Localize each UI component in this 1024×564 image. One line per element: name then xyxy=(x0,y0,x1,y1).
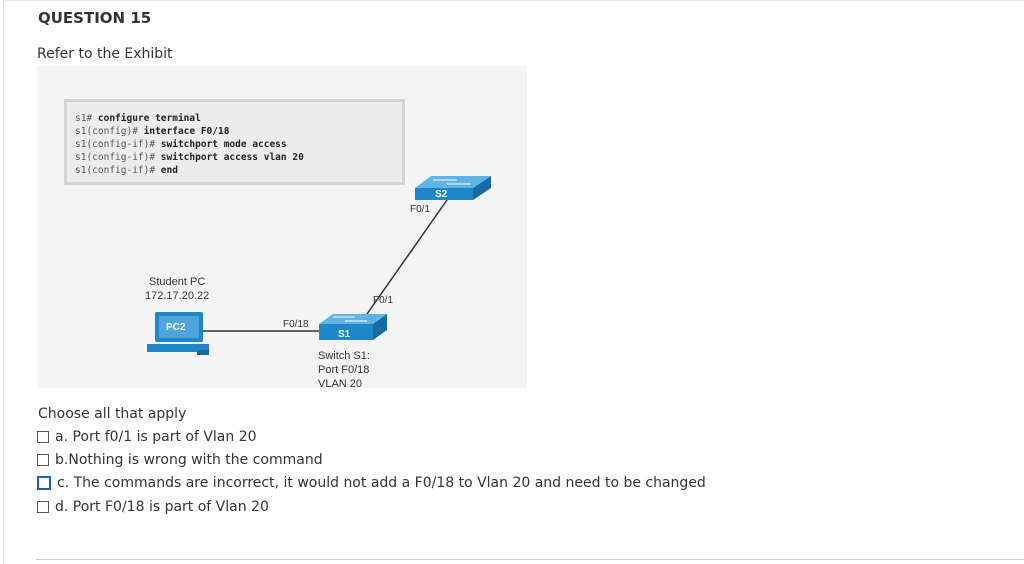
option-c[interactable]: c. The commands are incorrect, it would … xyxy=(37,475,706,491)
option-a-text: Port f0/1 is part of Vlan 20 xyxy=(72,429,257,445)
option-c-checkbox[interactable] xyxy=(37,476,51,490)
question-title: QUESTION 15 xyxy=(38,9,152,27)
page-left-border xyxy=(3,0,4,564)
pc2-icon xyxy=(147,312,209,355)
option-a[interactable]: a. Port f0/1 is part of Vlan 20 xyxy=(37,429,257,445)
question-prompt: Refer to the Exhibit xyxy=(37,46,173,62)
option-d-text: Port F0/18 is part of Vlan 20 xyxy=(72,499,269,515)
pc2-label: PC2 xyxy=(166,322,186,333)
option-b-letter: b. xyxy=(55,452,69,468)
port-s2-f0-1-label: F0/1 xyxy=(410,204,431,215)
switch-s2-icon xyxy=(415,176,491,200)
cli-code-box: s1# configure terminal s1(config)# inter… xyxy=(64,99,405,185)
option-d-letter: d. xyxy=(55,499,69,515)
choose-instruction: Choose all that apply xyxy=(38,406,187,422)
port-f0-18-label: F0/18 xyxy=(283,319,309,330)
switch-s1-icon xyxy=(319,314,387,340)
cli-line: s1(config)# interface F0/18 xyxy=(75,126,230,137)
cli-line: s1(config-if)# switchport access vlan 20 xyxy=(75,152,304,163)
switch-note-line2: Port F0/18 xyxy=(318,364,370,376)
s1-label: S1 xyxy=(338,329,351,340)
exhibit-image: s1# configure terminal s1(config)# inter… xyxy=(37,66,527,388)
bottom-divider xyxy=(36,559,1024,560)
switch-note-line1: Switch S1: xyxy=(318,350,370,362)
network-diagram: S2 S1 PC2 xyxy=(147,176,491,355)
option-a-checkbox[interactable] xyxy=(37,431,49,443)
option-b-text: Nothing is wrong with the command xyxy=(68,452,323,468)
option-c-text: The commands are incorrect, it would not… xyxy=(73,475,706,491)
option-d[interactable]: d. Port F0/18 is part of Vlan 20 xyxy=(37,499,269,515)
cli-line: s1(config-if)# switchport mode access xyxy=(75,139,287,150)
option-b[interactable]: b.Nothing is wrong with the command xyxy=(37,452,323,468)
switch-note-line3: VLAN 20 xyxy=(318,378,363,388)
page-top-border xyxy=(3,0,1024,1)
option-d-checkbox[interactable] xyxy=(37,501,49,513)
port-s1-f0-1-label: F0/1 xyxy=(373,295,394,306)
s2-label: S2 xyxy=(435,189,448,200)
student-pc-ip: 172.17.20.22 xyxy=(145,290,210,302)
link-s1-s2 xyxy=(366,199,448,315)
cli-line: s1(config-if)# end xyxy=(75,165,178,176)
option-c-letter: c. xyxy=(57,475,70,491)
option-b-checkbox[interactable] xyxy=(37,454,49,466)
option-a-letter: a. xyxy=(55,429,69,445)
cli-line: s1# configure terminal xyxy=(75,113,201,124)
student-pc-label: Student PC xyxy=(149,276,206,288)
